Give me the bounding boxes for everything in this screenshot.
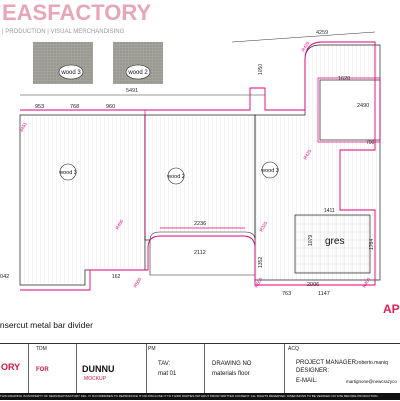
title-block-tav-cell: PM TAV: mat 01 xyxy=(146,344,205,393)
brand-subtitle: | PRODUCTION | VISUAL MERCHANDISING xyxy=(2,29,125,35)
dimension-label: 763 xyxy=(282,291,291,297)
counter-block xyxy=(319,79,381,141)
dimension-label: 1620 xyxy=(338,76,350,82)
email-label: E-MAIL: xyxy=(296,378,318,384)
dimension-label: 1147 xyxy=(318,291,330,297)
dimension-label: 4259 xyxy=(316,30,328,36)
client-sub: MOCKUP xyxy=(84,376,106,382)
client-logo: DUNNU xyxy=(82,364,115,374)
drawing-note: insercut metal bar divider xyxy=(0,320,93,330)
project-manager-label: PROJECT MANAGER: xyxy=(296,360,358,366)
gres-tile-area xyxy=(294,214,371,274)
radius-label: R400 xyxy=(362,276,372,288)
sample-label-bubble xyxy=(125,64,151,80)
floor-area-left xyxy=(19,114,146,286)
dimension-label: 2112 xyxy=(194,250,206,256)
designer-name: roberto.maniq xyxy=(357,360,388,366)
dimension-label: 5491 xyxy=(126,88,138,94)
metal-bar-divider-inner xyxy=(317,77,381,143)
tav-label: TAV: xyxy=(158,361,171,367)
dimension-label: 700 xyxy=(366,140,375,146)
designer-label: DESIGNER: xyxy=(296,368,330,374)
curved-passage xyxy=(149,231,256,276)
dimension-label: 2490 xyxy=(357,103,369,109)
area-tag-right: wood 3 xyxy=(260,168,279,174)
company-logo: ORY xyxy=(1,362,21,372)
radius-label: 8451 xyxy=(19,121,29,133)
radius-label: R425 xyxy=(303,148,313,160)
for-label: FOR xyxy=(36,367,49,373)
dimension-label: 1764 xyxy=(369,239,375,250)
dimension-label: 953 xyxy=(35,104,44,110)
radius-label: R500 xyxy=(133,276,143,288)
area-tag-bubble xyxy=(261,161,279,179)
title-block-people-cell: ACQ PROJECT MANAGER: DESIGNER: roberto.m… xyxy=(284,344,400,393)
pm-label: PM xyxy=(148,346,156,352)
acq-label: ACQ xyxy=(288,346,299,352)
title-block-logo-cell: ORY xyxy=(0,344,29,393)
dimension-label: 2236 xyxy=(194,221,206,227)
sample-label-wood-2: wood 2 xyxy=(127,70,148,76)
tdm-label: TDM xyxy=(36,346,47,352)
brand-title: EASFACTORY xyxy=(2,0,151,25)
dimension-label: 768 xyxy=(70,104,79,110)
title-block-client-cell: DUNNU MOCKUP xyxy=(76,344,147,393)
area-tag-bubble xyxy=(167,167,185,185)
tav-value: mat 01 xyxy=(158,371,177,377)
radius-label: R325 xyxy=(259,220,269,232)
dimension-label: 1079 xyxy=(308,235,314,246)
area-tag-bubble xyxy=(59,163,77,181)
title-block-drawing-cell: DRAWING NO materials floor xyxy=(204,344,285,393)
legal-disclaimer: THIS DRAWING IS PROPERTY OF NEWCRAZYFACT… xyxy=(0,393,400,400)
metal-bar-divider-outline xyxy=(20,41,376,291)
dimension-line xyxy=(231,31,376,43)
radius-label: R425 xyxy=(301,40,311,52)
radius-label: R450 xyxy=(115,218,125,230)
sample-label-bubble xyxy=(58,64,84,80)
area-tag-left: wood 3 xyxy=(58,170,77,176)
dimension-label: 1352 xyxy=(258,257,264,268)
radius-label: R500 xyxy=(254,276,264,288)
approval-stamp: AP xyxy=(383,302,400,316)
drawing-no-label: DRAWING NO xyxy=(212,361,252,367)
area-tag-center: wood 2 xyxy=(166,174,185,180)
dimension-label: 162 xyxy=(112,274,121,280)
area-tag-gres: gres xyxy=(325,236,344,247)
dimension-label: 2006 xyxy=(307,282,319,288)
email-value: martignone@newcrazyco xyxy=(346,379,397,384)
drawing-no-value: materials floor xyxy=(212,371,250,377)
dimension-label: 960 xyxy=(106,104,115,110)
title-block: ORY TDM FOR DUNNU MOCKUP PM TAV: mat 01 … xyxy=(0,343,400,401)
dimension-label: 1042 xyxy=(0,274,9,280)
sample-swatch-wood-3 xyxy=(33,42,93,84)
dimension-label: 1050 xyxy=(258,64,264,75)
title-block-for-cell: TDM FOR xyxy=(28,344,77,393)
dimension-label: 1411 xyxy=(324,208,335,214)
sample-label-wood-3: wood 3 xyxy=(60,70,81,76)
